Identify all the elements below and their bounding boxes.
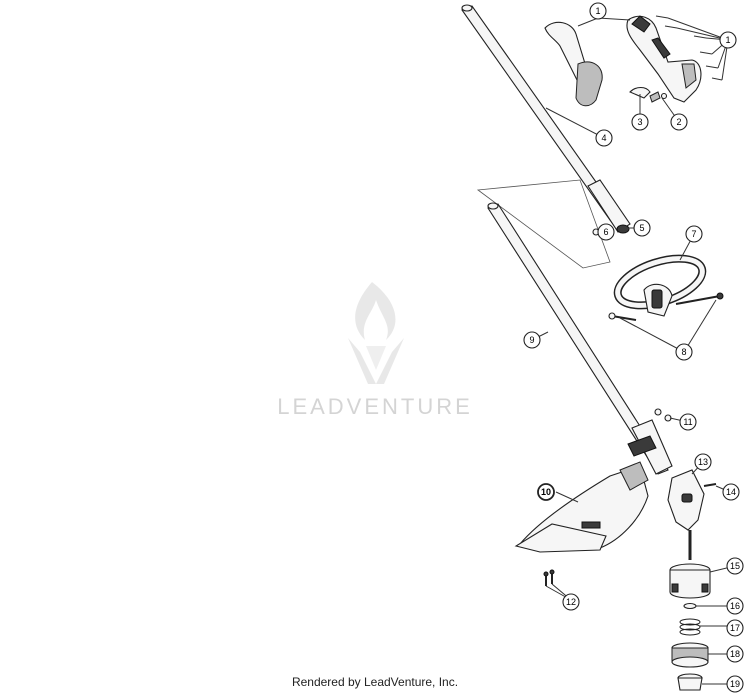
callout-13: 13 xyxy=(694,453,712,471)
callout-2: 2 xyxy=(670,113,688,131)
lower-shaft xyxy=(487,202,673,475)
callout-8: 8 xyxy=(675,343,693,361)
callout-9: 9 xyxy=(523,331,541,349)
svg-text:19: 19 xyxy=(730,679,740,689)
svg-text:8: 8 xyxy=(681,347,686,357)
svg-text:16: 16 xyxy=(730,601,740,611)
guard-screws xyxy=(543,569,555,586)
shaft-clamp-hardware xyxy=(627,408,672,457)
callout-4: 4 xyxy=(595,129,613,147)
callout-15: 15 xyxy=(726,557,744,575)
callout-17: 17 xyxy=(726,619,744,637)
callout-1b: 1 xyxy=(719,31,737,49)
callout-19: 19 xyxy=(726,675,744,693)
svg-text:17: 17 xyxy=(730,623,740,633)
svg-text:3: 3 xyxy=(637,117,642,127)
callout-14: 14 xyxy=(722,483,740,501)
gear-head xyxy=(667,469,717,560)
grass-guard xyxy=(514,461,649,553)
svg-text:2: 2 xyxy=(676,117,681,127)
svg-text:18: 18 xyxy=(730,649,740,659)
bump-knob xyxy=(677,673,703,691)
callout-3: 3 xyxy=(631,113,649,131)
svg-text:15: 15 xyxy=(730,561,740,571)
svg-text:9: 9 xyxy=(529,335,534,345)
handle-housing xyxy=(626,15,702,103)
svg-text:1: 1 xyxy=(595,6,600,16)
svg-text:5: 5 xyxy=(639,223,644,233)
callout-16: 16 xyxy=(726,597,744,615)
callout-10: 10 xyxy=(537,483,555,501)
upper-shaft xyxy=(461,4,631,234)
svg-text:7: 7 xyxy=(691,229,696,239)
svg-text:10: 10 xyxy=(541,487,551,497)
spring xyxy=(679,618,701,636)
svg-text:13: 13 xyxy=(698,457,708,467)
handle-screws xyxy=(655,15,723,81)
loop-handle-bolts xyxy=(608,292,724,321)
loop-handle xyxy=(613,254,707,317)
callout-7: 7 xyxy=(685,225,703,243)
handle-grip-half xyxy=(544,21,603,107)
trimmer-head-housing xyxy=(669,563,711,599)
callout-12: 12 xyxy=(562,593,580,611)
callout-11: 11 xyxy=(679,413,697,431)
leadventure-logo-watermark xyxy=(348,282,404,384)
footer-credit: Rendered by LeadVenture, Inc. xyxy=(291,675,459,689)
svg-text:11: 11 xyxy=(683,417,692,427)
svg-text:12: 12 xyxy=(566,597,576,607)
svg-text:4: 4 xyxy=(601,133,606,143)
spool xyxy=(671,642,709,668)
callout-6: 6 xyxy=(597,223,615,241)
svg-text:1: 1 xyxy=(725,35,730,45)
svg-text:6: 6 xyxy=(603,227,608,237)
callout-18: 18 xyxy=(726,645,744,663)
svg-text:14: 14 xyxy=(726,487,736,497)
watermark-text: LEADVENTURE xyxy=(277,394,473,419)
throttle-trigger xyxy=(629,86,668,103)
callout-1a: 1 xyxy=(589,2,607,20)
callout-5: 5 xyxy=(633,219,651,237)
washer xyxy=(683,602,697,610)
